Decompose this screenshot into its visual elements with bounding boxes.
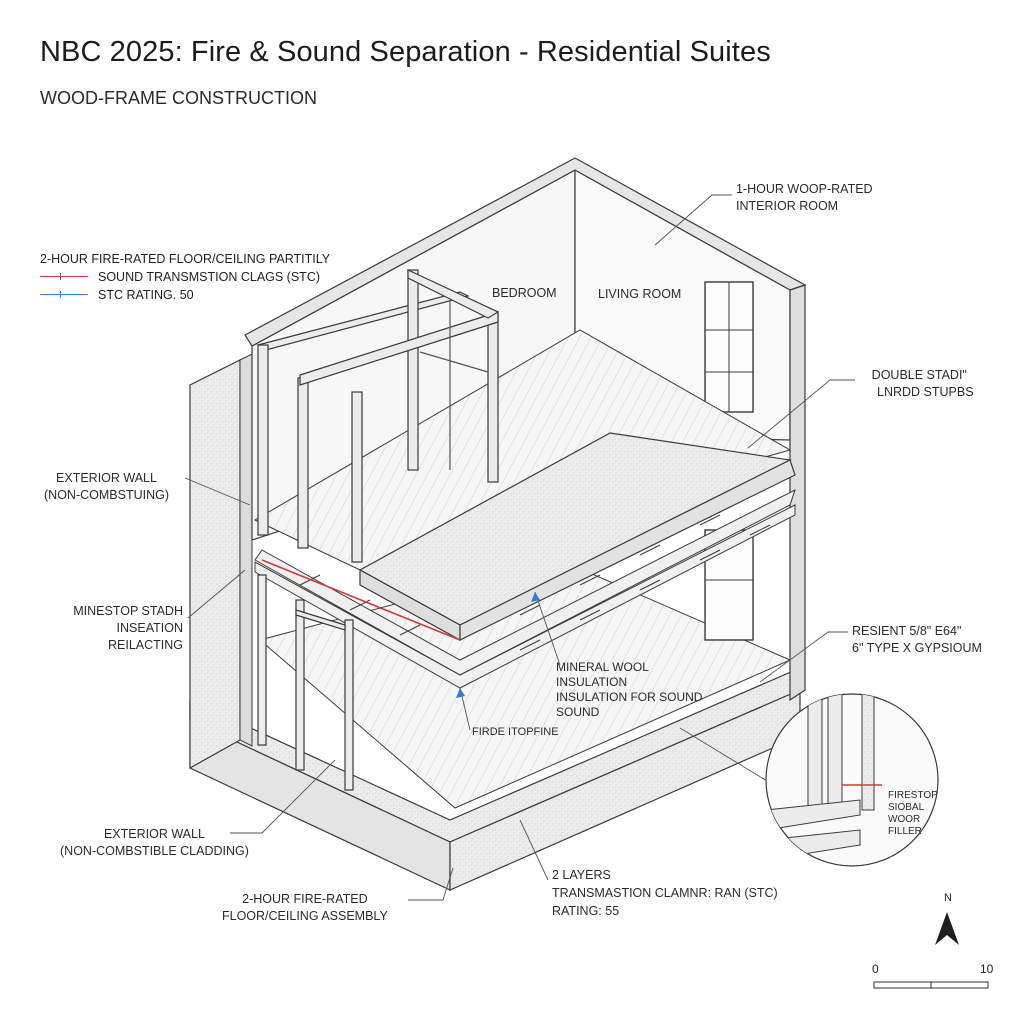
stud-partition <box>256 269 500 563</box>
legend: 2-HOUR FIRE-RATED FLOOR/CEILING PARTITIL… <box>40 250 330 304</box>
legend-heading: 2-HOUR FIRE-RATED FLOOR/CEILING PARTITIL… <box>40 252 331 266</box>
room-label-living-room: LIVING ROOM <box>598 287 682 301</box>
callout-exterior-wall-upper: EXTERIOR WALL (NON-COMBSTUING) <box>44 471 169 502</box>
lower-stud-frame <box>257 574 354 791</box>
red-line-swatch-icon <box>40 273 88 280</box>
callout-mineral-wool: MINERAL WOOL INSULATION INSULATION FOR S… <box>556 660 703 719</box>
callout-exterior-wall-lower: EXTERIOR WALL (NON-COMBSTIBLE CLADDING) <box>60 827 249 858</box>
callout-resilient-gypsum: RESIENT 5/8" E64" 6" TYPE X GYPSIOUM <box>852 624 982 655</box>
callout-two-layers: 2 LAYERS TRANSMASTION CLAMNR: RAN (STC) … <box>552 868 778 918</box>
callout-firestopping: FIRDE ITOPFINE <box>472 726 559 738</box>
callout-double-stud: DOUBLE STADI" LNRDD STUPBS <box>871 368 974 399</box>
legend-item-stc-rating: STC RATING. 50 <box>40 286 330 304</box>
floor-ceiling-assembly <box>254 432 796 689</box>
scale-bar <box>873 981 989 989</box>
north-arrow-icon <box>935 912 959 945</box>
leader-lines <box>184 194 855 901</box>
legend-item-stc: SOUND TRANSMSTION CLAGS (STC) <box>40 268 330 286</box>
detail-labels: FIRESTOP SIOBAL WOOR FILLER <box>888 790 938 837</box>
upper-floor <box>253 329 792 571</box>
callout-interior-room: 1-HOUR WOOP-RATED INTERIOR ROOM <box>736 182 873 213</box>
north-label: N <box>944 892 952 904</box>
page-title: NBC 2025: Fire & Sound Separation - Resi… <box>40 36 771 68</box>
room-label-bedroom: BEDROOM <box>492 286 557 300</box>
page-subtitle: WOOD-FRAME CONSTRUCTION <box>40 88 317 108</box>
callout-minestop: MINESTOP STADH INSEATION REILACTING <box>73 604 183 652</box>
blue-line-swatch-icon <box>40 291 88 298</box>
scale-bar-labels: 0 10 <box>872 962 994 976</box>
callout-floor-ceiling-assembly: 2-HOUR FIRE-RATED FLOOR/CEILING ASSEMBLY <box>222 892 388 923</box>
exterior-wall-left <box>189 353 253 770</box>
